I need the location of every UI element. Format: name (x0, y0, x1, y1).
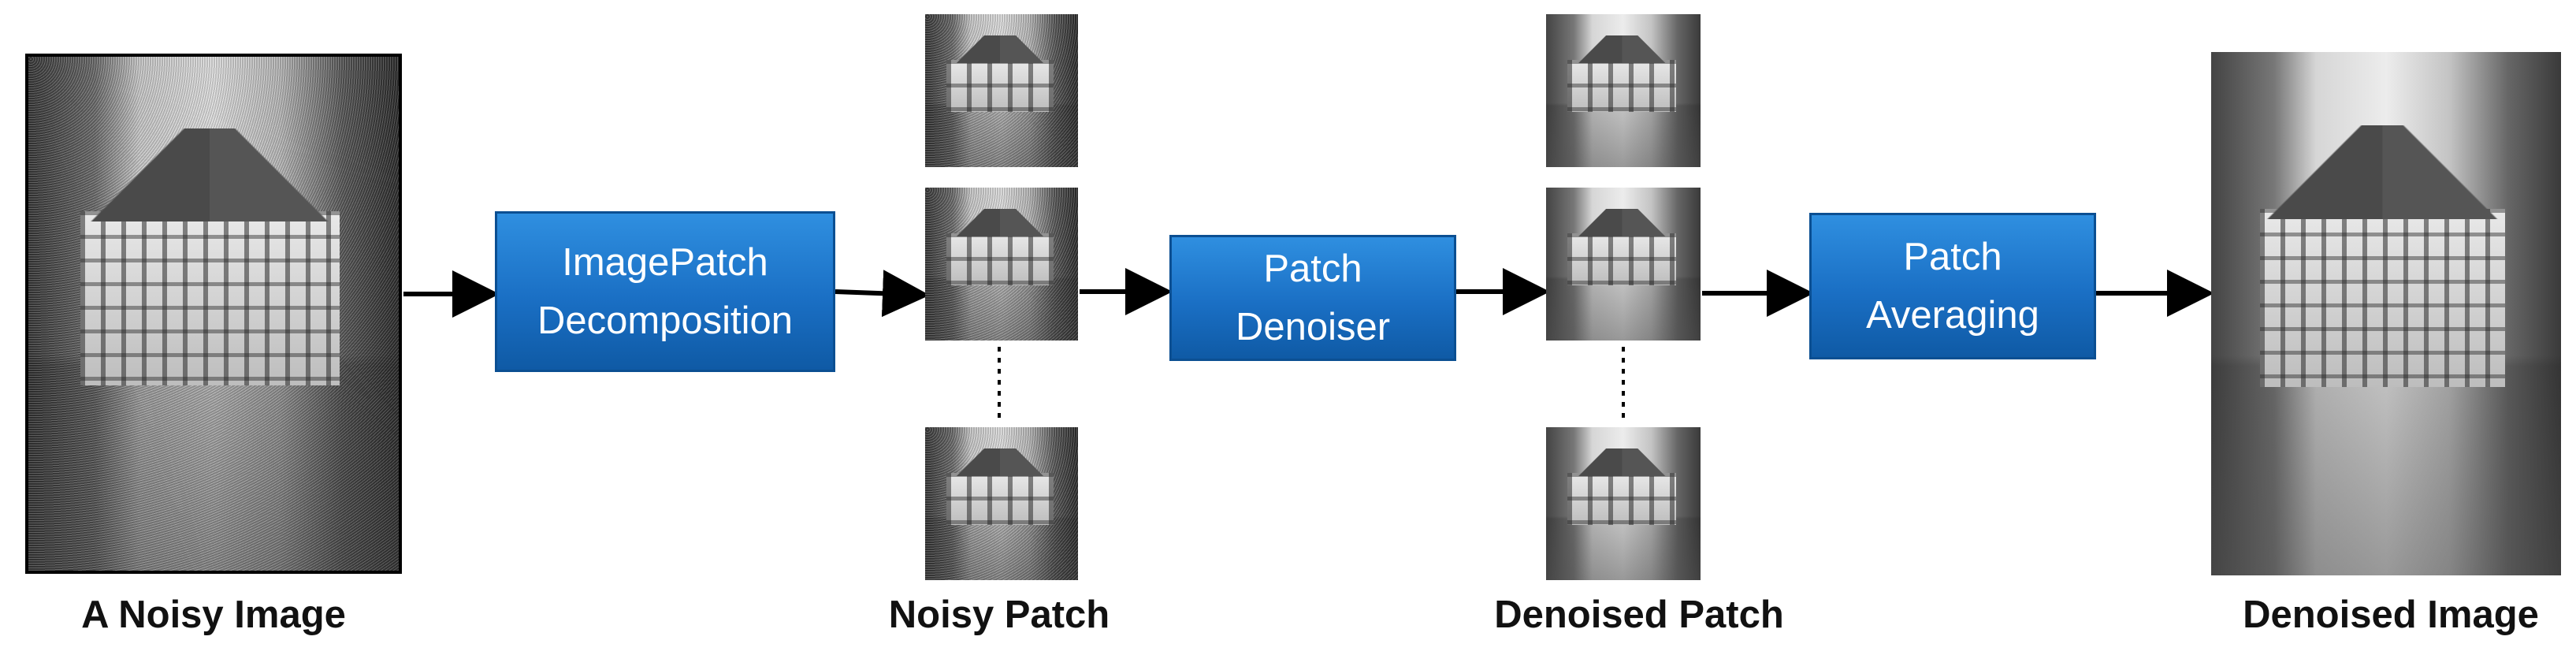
averaging-label-line1: Patch (1903, 236, 2002, 278)
denoiser-label-line2: Denoiser (1235, 306, 1391, 348)
patch-denoiser-box: Patch Denoiser (1169, 235, 1456, 361)
decomposition-label-line1: ImagePatch (562, 241, 768, 284)
averaging-label-line2: Averaging (1866, 294, 2039, 337)
decomposition-label-line2: Decomposition (537, 300, 794, 342)
noisy-patch-caption: Noisy Patch (888, 594, 1110, 636)
denoised-image-caption: Denoised Image (2243, 594, 2539, 636)
denoised-patch-bottom (1546, 427, 1701, 580)
arrow-decomposition-to-noisy-patch (835, 270, 930, 318)
denoiser-label-line1: Patch (1263, 247, 1362, 290)
image-patch-decomposition-box: ImagePatch Decomposition (495, 211, 835, 372)
denoised-patch-top (1546, 14, 1701, 167)
noisy-patch-middle (925, 188, 1078, 341)
denoised-patch-middle (1546, 188, 1701, 341)
patch-averaging-box: Patch Averaging (1809, 213, 2096, 359)
noisy-patch-bottom (925, 427, 1078, 580)
denoised-output-image (2211, 52, 2561, 575)
noisy-patch-top (925, 14, 1078, 167)
noisy-input-image (25, 54, 402, 574)
denoised-patch-caption: Denoised Patch (1494, 594, 1784, 636)
noisy-image-caption: A Noisy Image (81, 594, 346, 636)
